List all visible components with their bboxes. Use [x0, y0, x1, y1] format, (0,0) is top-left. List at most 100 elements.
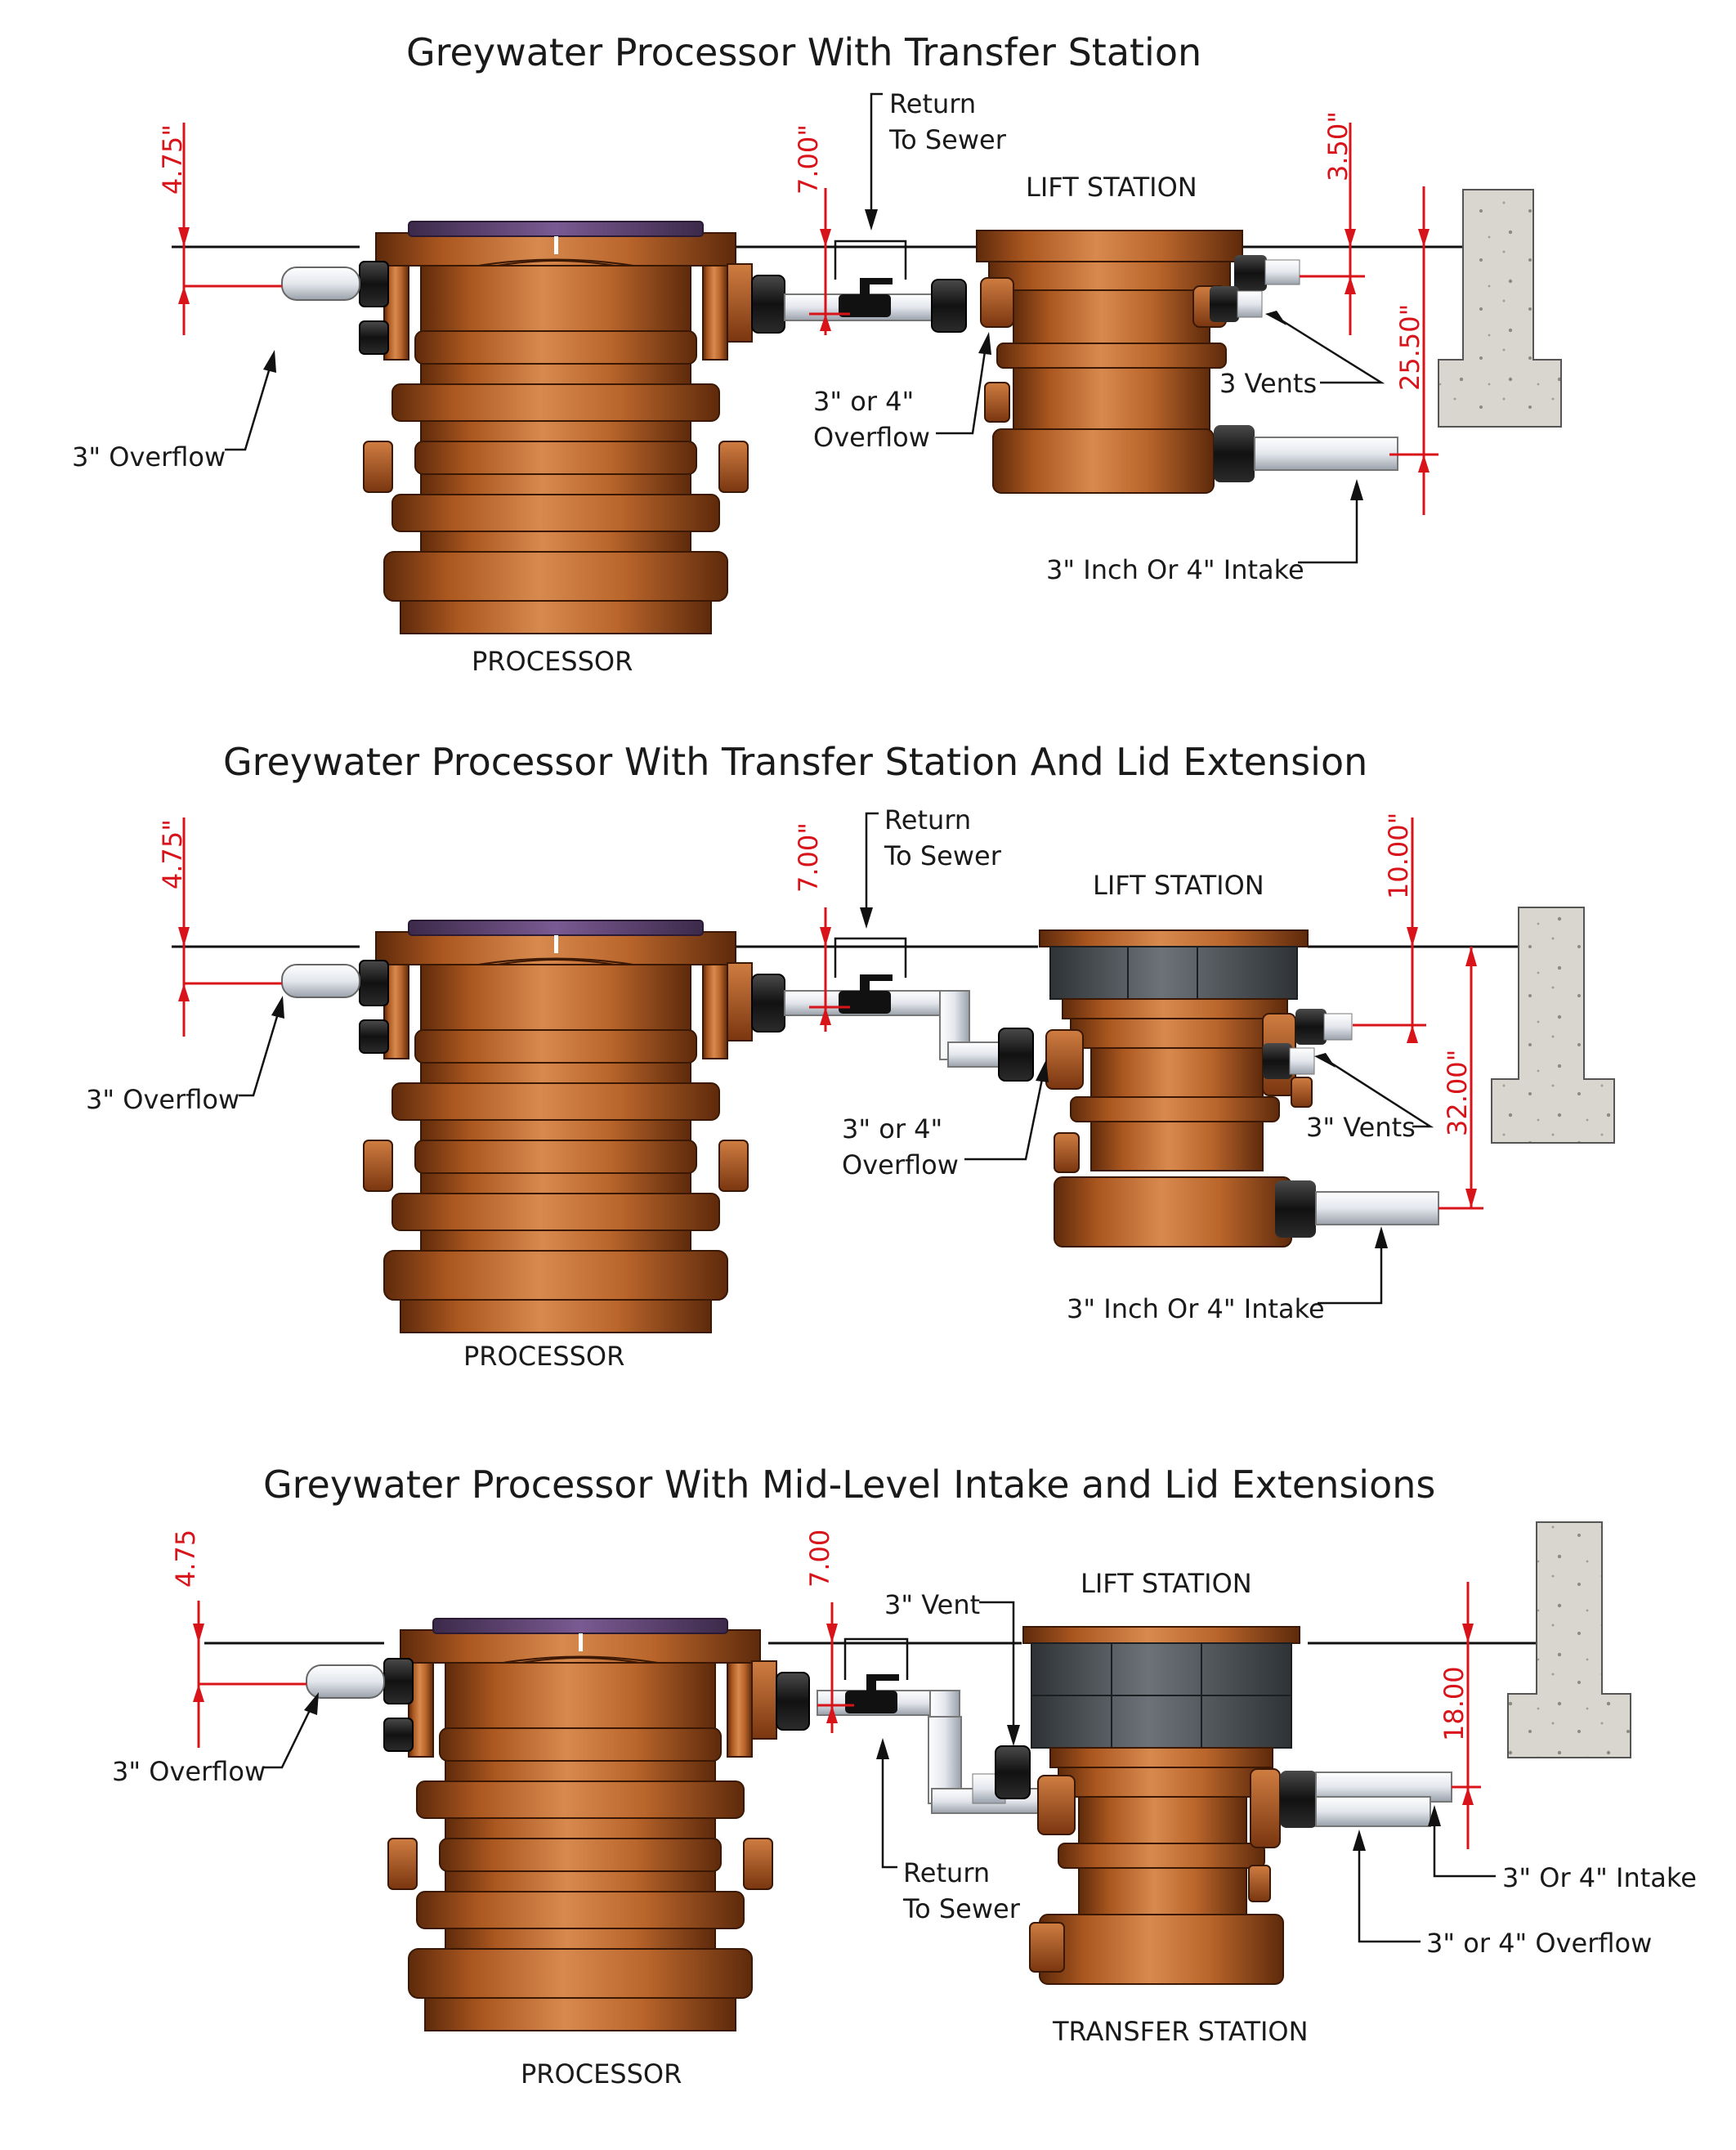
dim-label: 7.00": [793, 124, 824, 195]
red-arrow-icon: [1462, 1624, 1474, 1643]
ball-valve-icon: [839, 278, 893, 317]
red-arrow-icon: [1465, 947, 1477, 966]
vent-pipe: [1323, 1013, 1353, 1041]
intake-label: 3" Inch Or 4" Intake: [1067, 1293, 1325, 1324]
vent-label: 3" Vent: [884, 1589, 980, 1620]
panel-3: Greywater Processor With Mid-Level Intak…: [112, 1462, 1697, 2090]
panel-2-title: Greywater Processor With Transfer Statio…: [223, 740, 1367, 784]
intake-coupling: [1214, 425, 1255, 482]
vent-coupling: [1210, 286, 1239, 322]
dim-label: 4.75: [170, 1530, 201, 1588]
return-label: Return: [884, 804, 971, 835]
leader-line: [1318, 1247, 1383, 1305]
transfer-station: [1022, 1626, 1300, 1985]
ball-valve-icon: [845, 1674, 899, 1713]
return-label: Return: [903, 1857, 990, 1888]
return-bracket: [843, 1637, 909, 1680]
dim-label: 10.00": [1383, 813, 1414, 899]
return-label: To Sewer: [888, 124, 1007, 155]
overflow-label: 3" Overflow: [86, 1084, 239, 1115]
red-arrow-icon: [1462, 1787, 1474, 1805]
dim-label: 32.00": [1442, 1050, 1473, 1136]
red-arrow-icon: [1345, 229, 1356, 247]
overflow-label: Overflow: [813, 422, 930, 453]
leader-line: [870, 92, 883, 211]
leader-line: [865, 812, 879, 909]
concrete-footing-icon: [1438, 189, 1562, 428]
leader-arrow-icon: [978, 332, 991, 355]
lift-station-label: LIFT STATION: [1081, 1568, 1252, 1599]
leader-line: [881, 1758, 897, 1869]
red-arrow-icon: [1418, 229, 1430, 247]
vent-coupling: [995, 1745, 1031, 1799]
leader-arrow-icon: [271, 996, 284, 1019]
red-arrow-icon: [1407, 1025, 1418, 1043]
red-arrow-icon: [178, 286, 190, 304]
processor-label: PROCESSOR: [463, 1341, 624, 1372]
red-arrow-icon: [820, 1007, 831, 1025]
vent-coupling: [1263, 1043, 1292, 1079]
leader-arrow-icon: [304, 1692, 319, 1715]
intake-label: 3" Inch Or 4" Intake: [1046, 554, 1304, 585]
red-arrow-icon: [178, 227, 190, 247]
leader-line: [1298, 499, 1358, 564]
intake-pipe: [1315, 1191, 1439, 1225]
dim-label: 18.00: [1438, 1666, 1470, 1741]
red-arrow-icon: [1407, 927, 1418, 947]
leader-arrow-icon: [860, 907, 873, 929]
overflow-label: 3" Overflow: [72, 441, 226, 473]
leader-arrow-icon: [876, 1738, 889, 1759]
dim-label: 3.50": [1322, 111, 1353, 181]
concrete-footing-icon: [1507, 1521, 1631, 1758]
return-bracket: [834, 937, 907, 978]
leader-line: [1327, 1059, 1434, 1128]
leader-arrow-icon: [1007, 1725, 1020, 1746]
leader-line: [1358, 1849, 1421, 1943]
leader-arrow-icon: [263, 350, 276, 373]
processor-tank: [359, 920, 785, 1333]
leader-arrow-icon: [1375, 1226, 1388, 1248]
overflow-label: 3" or 4": [813, 386, 914, 417]
leader-line: [1433, 1825, 1496, 1878]
leader-line: [225, 367, 271, 451]
red-arrow-icon: [826, 1624, 838, 1643]
red-arrow-icon: [178, 927, 190, 947]
overflow-pipe: [281, 267, 360, 301]
leader-arrow-icon: [1314, 1053, 1336, 1068]
processor-label: PROCESSOR: [472, 646, 633, 677]
vent-pipe: [1289, 1047, 1315, 1075]
leader-line: [936, 351, 987, 435]
intake-pipe: [1254, 437, 1398, 471]
vents-label: 3 Vents: [1219, 368, 1317, 399]
red-arrow-icon: [193, 1624, 204, 1643]
red-arrow-icon: [820, 314, 831, 331]
return-label: Return: [889, 88, 976, 119]
lift-inlet-coupling: [998, 1028, 1034, 1082]
leader-line: [964, 1078, 1044, 1161]
leader-line: [239, 1013, 280, 1097]
intake-coupling: [1275, 1180, 1316, 1238]
red-arrow-icon: [820, 927, 831, 947]
panel-1: Greywater Processor With Transfer Statio…: [72, 30, 1562, 677]
leader-arrow-icon: [865, 209, 878, 231]
red-arrow-icon: [826, 1705, 838, 1723]
overflow-label: Overflow: [842, 1149, 959, 1180]
leader-line: [1278, 317, 1385, 384]
dim-label: 4.75": [157, 124, 188, 195]
panel-1-title: Greywater Processor With Transfer Statio…: [406, 30, 1201, 74]
overflow-label: 3" or 4": [842, 1113, 942, 1144]
leader-arrow-icon: [1036, 1059, 1049, 1082]
vent-coupling: [1295, 1009, 1327, 1045]
leader-line: [979, 1601, 1015, 1727]
processor-tank: [383, 1618, 810, 2031]
red-arrow-icon: [1418, 455, 1430, 473]
lift-station: [976, 230, 1243, 494]
panel-3-title: Greywater Processor With Mid-Level Intak…: [263, 1462, 1435, 1507]
red-arrow-icon: [820, 229, 831, 247]
red-arrow-icon: [178, 983, 190, 1001]
red-arrow-icon: [1465, 1189, 1477, 1208]
processor-label: PROCESSOR: [521, 2058, 682, 2090]
red-arrow-icon: [193, 1684, 204, 1702]
